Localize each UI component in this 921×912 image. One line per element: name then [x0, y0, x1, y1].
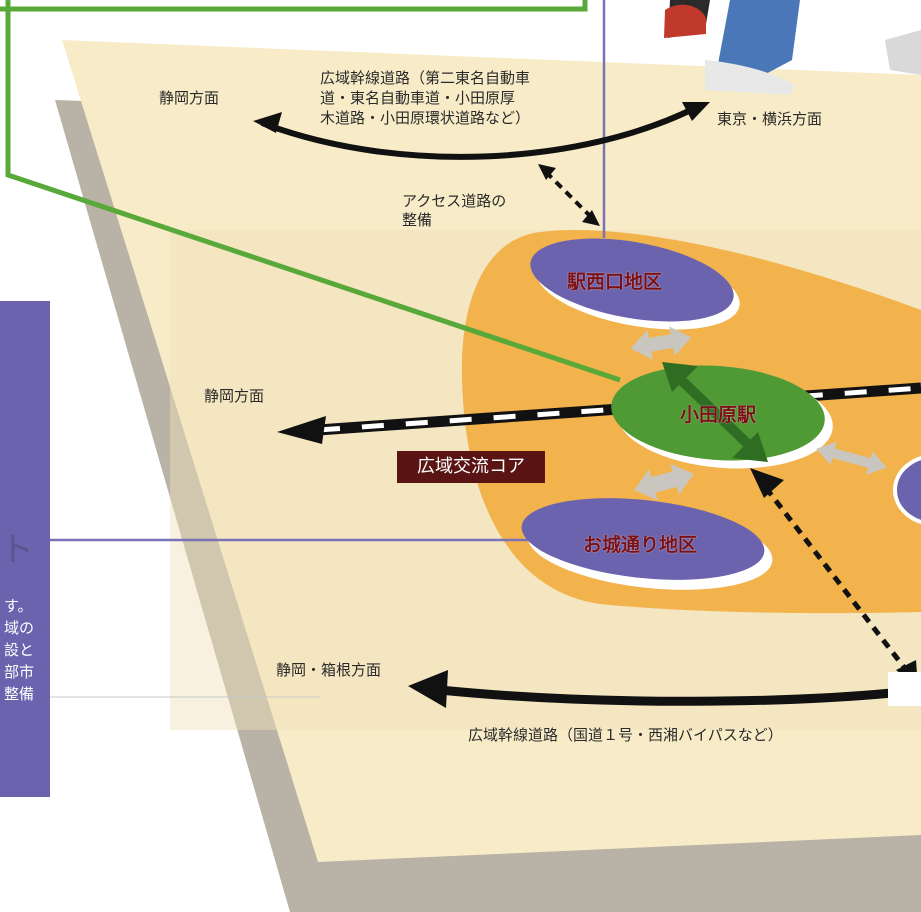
double-arrow-icon: [538, 164, 556, 180]
arrow-up-icon: [750, 468, 784, 498]
label-west-exit-area: 駅西口地区: [567, 271, 663, 293]
arrow-right-icon: [682, 102, 710, 121]
walking-person-photo: [664, 0, 921, 95]
arrow-left-icon: [408, 670, 448, 708]
station-to-road-dashed-arrow: [764, 486, 912, 677]
connector-arrow-west: [630, 326, 692, 360]
label-tokyo: 東京・横浜方面: [717, 110, 823, 128]
connector-arrow-east: [816, 441, 887, 475]
railway-arrow-left-icon: [277, 416, 326, 444]
road-end-cap: [888, 672, 921, 706]
connector-arrow-oshiro: [634, 463, 694, 501]
station-double-arrow-icon: [662, 362, 768, 462]
label-shizuoka-middle: 静岡方面: [204, 387, 265, 405]
top-trunk-road-arrow: [260, 105, 697, 160]
label-trunk-road-top: 広域幹線道路（第二東名自動車 道・東名自動車道・小田原厚 木道路・小田原環状道路…: [320, 69, 531, 127]
label-trunk-road-bottom: 広域幹線道路（国道１号・西湘バイパスなど）: [468, 726, 783, 744]
arrow-left-icon: [253, 112, 282, 133]
side-info-panel: す。 域の 設と 部市 整備: [0, 301, 50, 797]
label-shizuoka-hakone: 静岡・箱根方面: [276, 661, 382, 679]
oshiro-dori-ellipse: [521, 498, 773, 590]
label-oshiro-dori-area: お城通り地区: [583, 534, 698, 556]
east-district-ellipse: [893, 456, 921, 524]
label-shizuoka-top: 静岡方面: [159, 89, 220, 107]
bottom-trunk-road-arrow: [439, 685, 921, 706]
green-callout-box: [0, 0, 588, 12]
side-panel-text: す。 域の 設と 部市 整備: [4, 597, 35, 703]
green-callout-line: [5, 0, 621, 383]
access-road-dashed-arrow: [544, 170, 594, 220]
side-panel-big-char: ト: [0, 530, 34, 570]
label-station: 小田原駅: [680, 404, 757, 426]
double-arrow-icon: [582, 210, 600, 226]
west-exit-ellipse: [530, 238, 740, 330]
label-access-road: アクセス道路の 整備: [402, 192, 507, 229]
core-label: 広域交流コア: [397, 451, 545, 483]
